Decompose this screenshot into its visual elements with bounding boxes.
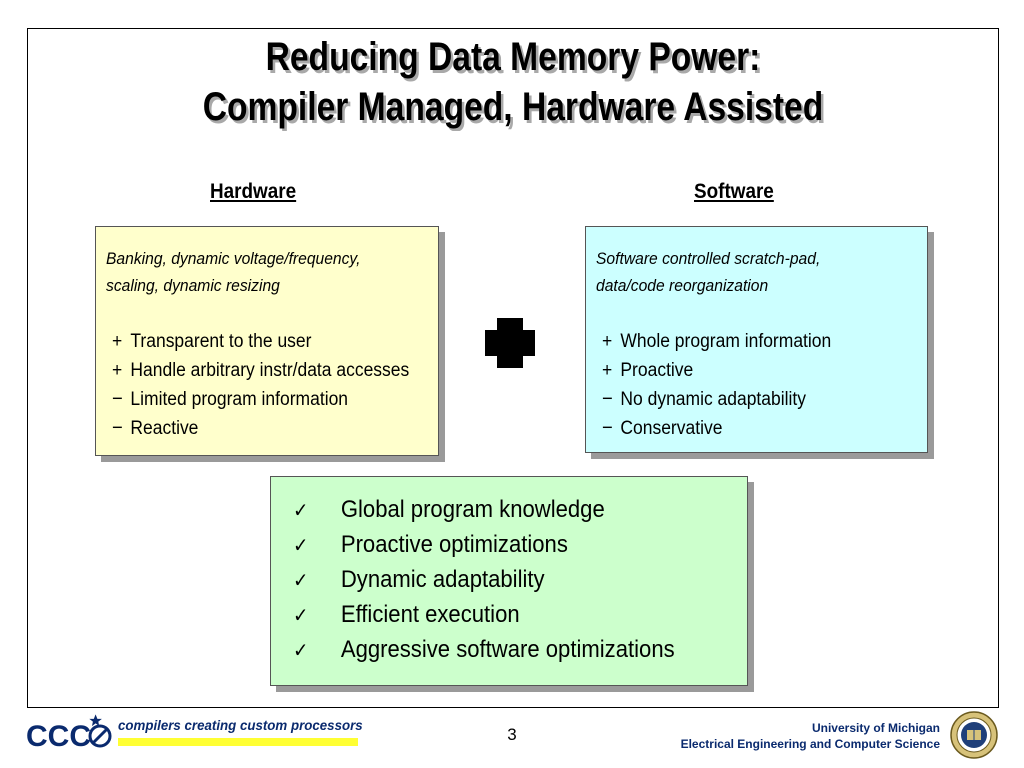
hardware-pro: + Handle arbitrary instr/data accesses: [112, 356, 409, 385]
software-pro-text: Proactive: [620, 360, 694, 381]
title-line-1: Reducing Data Memory Power:: [265, 35, 761, 79]
software-box: Software controlled scratch-pad, data/co…: [585, 226, 928, 453]
plus-marker: +: [602, 331, 613, 352]
software-pro: + Proactive: [602, 356, 831, 385]
benefit-item: ✓ Global program knowledge: [293, 493, 675, 528]
university-credit: University of Michigan Electrical Engine…: [681, 720, 940, 752]
footer-yellow-bar: [118, 738, 358, 746]
benefit-text: Efficient execution: [340, 601, 520, 628]
software-description: Software controlled scratch-pad, data/co…: [596, 245, 820, 299]
hardware-pro-text: Transparent to the user: [130, 331, 312, 352]
plus-marker: +: [112, 331, 123, 352]
hardware-description-line: scaling, dynamic resizing: [106, 276, 280, 295]
software-con-text: Conservative: [620, 418, 723, 439]
software-description-line: data/code reorganization: [596, 276, 769, 295]
minus-marker: −: [112, 417, 123, 439]
benefit-text: Aggressive software optimizations: [340, 636, 675, 663]
hardware-description: Banking, dynamic voltage/frequency, scal…: [106, 245, 360, 299]
benefit-text: Dynamic adaptability: [340, 566, 545, 593]
benefit-item: ✓ Dynamic adaptability: [293, 563, 675, 598]
minus-marker: −: [112, 388, 123, 410]
minus-marker: −: [602, 417, 613, 439]
software-heading: Software: [694, 180, 774, 203]
software-con-text: No dynamic adaptability: [620, 389, 806, 410]
check-icon: ✓: [293, 535, 309, 557]
plus-cross-icon: [485, 318, 535, 368]
hardware-description-line: Banking, dynamic voltage/frequency,: [106, 249, 361, 268]
benefit-text: Proactive optimizations: [340, 531, 568, 558]
check-icon: ✓: [293, 605, 309, 627]
university-seal-icon: [950, 711, 998, 759]
hardware-box: Banking, dynamic voltage/frequency, scal…: [95, 226, 439, 456]
page-number: 3: [507, 725, 517, 744]
check-icon: ✓: [293, 500, 309, 522]
software-pro: + Whole program information: [602, 327, 831, 356]
software-pro-text: Whole program information: [620, 331, 832, 352]
hardware-con: −Reactive: [112, 414, 409, 443]
combined-benefits-list: ✓ Global program knowledge ✓ Proactive opt…: [293, 493, 675, 668]
software-con: −No dynamic adaptability: [602, 385, 831, 414]
footer-tagline: compilers creating custom processors: [118, 717, 363, 733]
hardware-heading: Hardware: [210, 180, 297, 203]
title-line-2: Compiler Managed, Hardware Assisted: [202, 85, 824, 129]
hardware-tradeoffs: + Transparent to the user + Handle arbitra…: [112, 327, 409, 443]
university-name: University of Michigan: [811, 721, 940, 735]
hardware-pro: + Transparent to the user: [112, 327, 409, 356]
ccc-logo: CCC: [26, 714, 112, 753]
minus-marker: −: [602, 388, 613, 410]
hardware-pro-text: Handle arbitrary instr/data accesses: [130, 360, 410, 381]
hardware-con-text: Limited program information: [130, 389, 349, 410]
software-description-line: Software controlled scratch-pad,: [596, 249, 821, 268]
benefit-text: Global program knowledge: [340, 496, 605, 523]
plus-marker: +: [602, 360, 613, 381]
benefit-item: ✓ Efficient execution: [293, 598, 675, 633]
software-tradeoffs: + Whole program information + Proactive −N…: [602, 327, 831, 443]
ccc-logo-text: CCC: [26, 720, 91, 753]
plus-marker: +: [112, 360, 123, 381]
check-icon: ✓: [293, 640, 309, 662]
slide-title: Reducing Data Memory Power: Compiler Man…: [105, 32, 921, 132]
check-icon: ✓: [293, 570, 309, 592]
hardware-con-text: Reactive: [130, 418, 199, 439]
benefit-item: ✓ Aggressive software optimizations: [293, 633, 675, 668]
benefit-item: ✓ Proactive optimizations: [293, 528, 675, 563]
department-name: Electrical Engineering and Computer Scie…: [680, 737, 940, 751]
combined-benefits-box: ✓ Global program knowledge ✓ Proactive opt…: [270, 476, 748, 686]
hardware-con: −Limited program information: [112, 385, 409, 414]
software-con: −Conservative: [602, 414, 831, 443]
